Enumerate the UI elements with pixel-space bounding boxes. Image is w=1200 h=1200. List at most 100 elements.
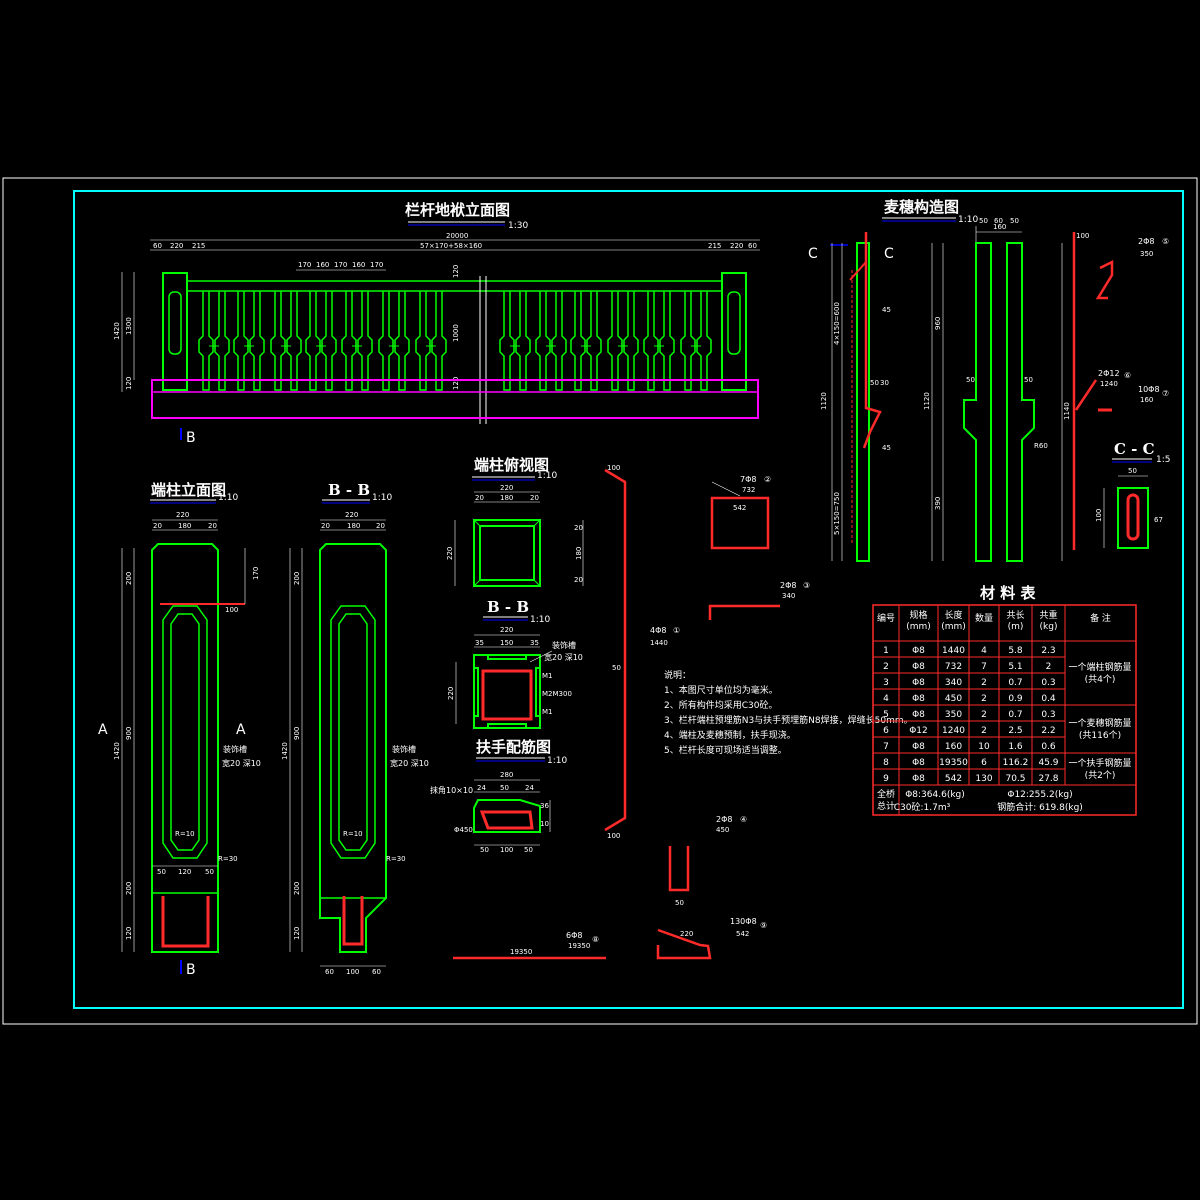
rebar-7-length: 160 bbox=[1140, 396, 1153, 404]
table-remark: (共116个) bbox=[1079, 730, 1121, 741]
table-header: 编号 bbox=[877, 612, 895, 624]
table-frame bbox=[872, 604, 1137, 816]
rebar-6-length: 1240 bbox=[1100, 380, 1118, 388]
bb1-part-2: 20 bbox=[376, 522, 385, 530]
table-cell: 7 bbox=[883, 742, 889, 752]
table-cell: 4 bbox=[981, 646, 987, 656]
railing-elevation-title: 栏杆地袱立面图 bbox=[405, 201, 510, 219]
rebar-7-num: ⑦ bbox=[1162, 389, 1169, 398]
rebar-8-label: 6Φ8 bbox=[566, 931, 582, 940]
bb1-radius: R=10 bbox=[343, 830, 363, 838]
post-height-1: 900 bbox=[125, 727, 133, 740]
elev-total-dim: 20000 bbox=[446, 232, 468, 240]
table-header: (mm) bbox=[941, 622, 966, 632]
elev-right-dim-1: 220 bbox=[730, 242, 743, 250]
bb1-height-0: 200 bbox=[293, 572, 301, 585]
bb1-bottom-1: 100 bbox=[346, 968, 359, 976]
post-groove: 装饰槽 bbox=[223, 744, 247, 754]
post-groove-size: 宽20 深10 bbox=[222, 758, 261, 768]
post-radius: R=10 bbox=[175, 830, 195, 838]
rebar-2-label: 7Φ8 bbox=[740, 475, 756, 484]
baluster bbox=[680, 291, 712, 391]
bb1-groove-size: 宽20 深10 bbox=[390, 758, 429, 768]
baluster-scale: 1:10 bbox=[958, 215, 978, 225]
rebar-1-len2: 50 bbox=[612, 664, 621, 672]
baluster-top: 160 bbox=[993, 223, 1006, 231]
table-cell: 732 bbox=[945, 662, 962, 672]
table-cell: 0.3 bbox=[1041, 710, 1055, 720]
table-remark: 一个麦穗钢筋量 bbox=[1068, 717, 1131, 729]
rebar1-top: 100 bbox=[607, 464, 620, 472]
bb2-width: 220 bbox=[500, 626, 513, 634]
baluster-title: 麦穗构造图 bbox=[884, 198, 959, 216]
bb2-mark-1: M1 bbox=[542, 708, 553, 716]
rebar-9-w: 220 bbox=[680, 930, 693, 938]
table-cell: Φ8 bbox=[912, 678, 925, 688]
bb2-groove-size: 宽20 深10 bbox=[544, 652, 583, 662]
baluster-h1-front: 1120 bbox=[923, 392, 931, 410]
table-remark: 一个端柱钢筋量 bbox=[1068, 661, 1131, 673]
bb2-height: 220 bbox=[447, 687, 455, 700]
table-cell: 4 bbox=[883, 694, 889, 704]
post-part-0: 20 bbox=[153, 522, 162, 530]
table-cell: 542 bbox=[945, 774, 962, 784]
table-cell: 6 bbox=[883, 726, 889, 736]
baluster-h1: 1120 bbox=[820, 392, 828, 410]
table-cell: 1.6 bbox=[1008, 742, 1023, 752]
table-header: 共重 bbox=[1039, 609, 1057, 621]
elev-height-total: 1420 bbox=[113, 322, 121, 340]
post-part-2: 20 bbox=[208, 522, 217, 530]
bb2-mark-0: M1 bbox=[542, 672, 553, 680]
table-cell: Φ12 bbox=[909, 726, 928, 736]
baluster-rebar-mark-1: 5×150=750 bbox=[833, 492, 841, 535]
rebar-3-label: 2Φ8 bbox=[780, 581, 796, 590]
handrail-title: 扶手配筋图 bbox=[476, 738, 551, 756]
section-cc-title: C - C bbox=[1114, 440, 1155, 458]
railing-elevation-scale: 1:30 bbox=[508, 221, 528, 231]
rebar-2-w: 542 bbox=[733, 504, 746, 512]
note-1: 1、本图尺寸单位均为毫米。 bbox=[664, 684, 778, 696]
table-summary: Φ8:364.6(kg) bbox=[905, 790, 965, 800]
note-4: 4、端柱及麦穗预制，扶手现浇。 bbox=[664, 729, 796, 741]
table-cell: Φ8 bbox=[912, 742, 925, 752]
table-cell: 9 bbox=[883, 774, 889, 784]
baluster-structure: 麦穗构造图 1:10 C C 1120 4×150=600 5×150=750 … bbox=[808, 198, 1170, 562]
baluster-h3-front: 390 bbox=[934, 497, 942, 510]
post-part-1: 180 bbox=[178, 522, 191, 530]
baluster bbox=[570, 291, 602, 391]
section-bb2-title: B - B bbox=[487, 598, 529, 616]
handrail-part-2: 24 bbox=[525, 784, 534, 792]
top-edge-1: 20 bbox=[574, 576, 583, 584]
top-part-2: 20 bbox=[530, 494, 539, 502]
table-cell: 0.7 bbox=[1008, 710, 1022, 720]
baluster bbox=[607, 291, 639, 391]
handrail-width: 280 bbox=[500, 771, 513, 779]
bb1-height-3: 120 bbox=[293, 927, 301, 940]
table-cell: 340 bbox=[945, 678, 962, 688]
table-cell: 5.1 bbox=[1008, 662, 1022, 672]
rebar-9-length: 542 bbox=[736, 930, 749, 938]
elev-height-main: 1300 bbox=[125, 317, 133, 335]
table-cell: 19350 bbox=[939, 758, 968, 768]
elev-left-dim-2: 215 bbox=[192, 242, 205, 250]
table-header: 规格 bbox=[909, 609, 927, 621]
table-remark: 一个扶手钢筋量 bbox=[1068, 757, 1131, 769]
table-cell: 10 bbox=[978, 742, 990, 752]
table-header: (m) bbox=[1008, 622, 1024, 632]
table-cell: 8 bbox=[883, 758, 889, 768]
post-width: 220 bbox=[176, 511, 189, 519]
table-remark: (共2个) bbox=[1085, 770, 1116, 781]
baluster-label-6: R60 bbox=[1034, 442, 1048, 450]
rebar-5-length: 350 bbox=[1140, 250, 1153, 258]
handrail-bottom-0: 50 bbox=[480, 846, 489, 854]
baluster bbox=[535, 291, 567, 391]
table-header: (kg) bbox=[1040, 622, 1058, 632]
notes-title: 说明： bbox=[664, 669, 691, 681]
bb2-part-0: 35 bbox=[475, 639, 484, 647]
section-cc-scale: 1:5 bbox=[1156, 455, 1170, 465]
bb2-mark-2: M2M300 bbox=[542, 690, 572, 698]
rebar-3-num: ③ bbox=[803, 581, 810, 590]
elev-pitch-0: 170 bbox=[298, 261, 311, 269]
end-post-top-view: 端柱俯视图 1:10 220 20 180 20 220 180 20 20 bbox=[446, 456, 584, 587]
handrail-scale: 1:10 bbox=[547, 756, 567, 766]
